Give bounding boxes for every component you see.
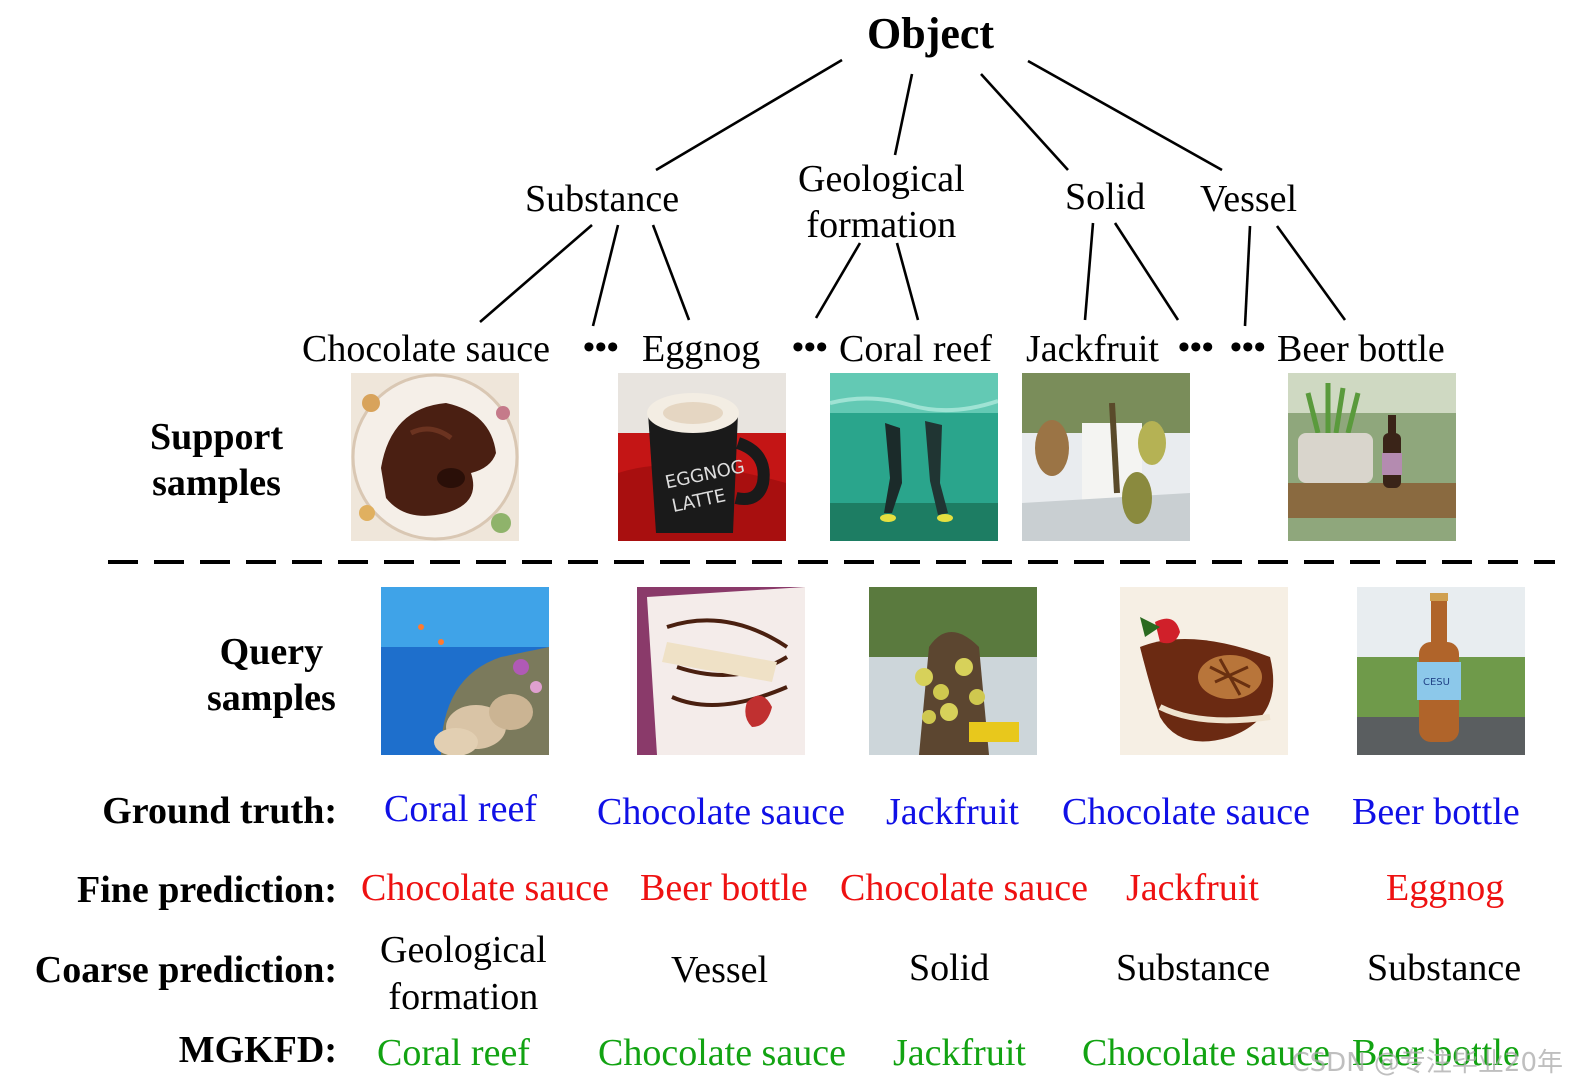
watermark: CSDN @专注毕业20年	[1291, 1048, 1563, 1078]
svg-text:CESU: CESU	[1423, 677, 1450, 688]
ground-truth-cell-2: Chocolate sauce	[597, 791, 845, 833]
leaf-beer-bottle: Beer bottle	[1277, 328, 1445, 370]
mgkfd-cell-4: Chocolate sauce	[1082, 1032, 1330, 1074]
ellipsis-1: •••	[583, 329, 619, 366]
leaf-coral-reef: Coral reef	[839, 328, 992, 370]
query-image-chocolate-dessert	[1120, 587, 1288, 755]
category-solid: Solid	[1065, 176, 1146, 218]
support-image-chocolate-cake	[351, 373, 519, 541]
edge-substance-eggnog	[651, 224, 691, 321]
edge-geological-dots	[814, 242, 862, 319]
edge-substance-dots	[591, 224, 620, 327]
category-substance: Substance	[525, 178, 680, 220]
ellipsis-2: •••	[792, 329, 828, 366]
ground-truth-cell-5: Beer bottle	[1352, 791, 1520, 833]
fine-prediction-cell-4: Jackfruit	[1126, 867, 1259, 909]
edge-object-geological	[893, 73, 914, 156]
ground-truth-cell-3: Jackfruit	[886, 791, 1019, 833]
edge-geological-coral	[895, 242, 920, 321]
ground-truth-cell-4: Chocolate sauce	[1062, 791, 1310, 833]
category-vessel: Vessel	[1200, 178, 1298, 220]
ground-truth-cell-1: Coral reef	[384, 788, 537, 830]
coarse-prediction-cell-2: Vessel	[671, 949, 769, 991]
row-label-ground-truth: Ground truth:	[102, 790, 337, 832]
edge-substance-chocolate	[479, 224, 593, 323]
coarse-prediction-cell-1-line1: Geological	[380, 929, 547, 971]
category-geological-line2: formation	[806, 204, 957, 247]
row-label-fine-prediction: Fine prediction:	[76, 869, 337, 911]
support-image-jackfruit-tree	[1022, 373, 1190, 541]
fine-prediction-cell-1: Chocolate sauce	[361, 867, 609, 909]
query-image-coral-reef	[381, 587, 549, 755]
support-image-beer-bottle-outdoor	[1288, 373, 1456, 541]
mgkfd-cell-5: Beer bottle	[1352, 1032, 1520, 1074]
fine-prediction-cell-2: Beer bottle	[640, 867, 808, 909]
edge-object-substance	[655, 58, 843, 172]
row-label-mgkfd: MGKFD:	[178, 1029, 337, 1071]
leaf-jackfruit: Jackfruit	[1026, 328, 1159, 370]
leaf-chocolate-sauce: Chocolate sauce	[302, 328, 550, 370]
ellipsis-3: •••	[1178, 329, 1214, 366]
fine-prediction-cell-3: Chocolate sauce	[840, 867, 1088, 909]
mgkfd-cell-3: Jackfruit	[893, 1032, 1026, 1074]
mgkfd-cell-2: Chocolate sauce	[598, 1032, 846, 1074]
ellipsis-4: •••	[1230, 329, 1266, 366]
query-image-beer-bottle-closeup: CESU	[1357, 587, 1525, 755]
category-geological-formation: Geological formation	[798, 156, 965, 249]
fine-prediction-cell-5: Eggnog	[1386, 867, 1505, 909]
leaf-eggnog: Eggnog	[642, 328, 761, 370]
coarse-prediction-cell-5: Substance	[1367, 947, 1522, 989]
edge-vessel-beer	[1275, 225, 1347, 321]
edge-object-solid	[980, 73, 1069, 171]
edge-solid-jackfruit	[1083, 222, 1095, 321]
edge-object-vessel	[1027, 59, 1223, 172]
row-label-coarse-prediction: Coarse prediction:	[34, 949, 337, 991]
edge-vessel-dots	[1243, 225, 1252, 327]
coarse-prediction-cell-1-line2: formation	[388, 976, 539, 1019]
query-image-jackfruit-trunk	[869, 587, 1037, 755]
edge-solid-dots	[1113, 222, 1180, 321]
support-samples-label: Support samples	[150, 416, 284, 505]
support-image-underwater-divers	[830, 373, 998, 541]
coarse-prediction-cell-3: Solid	[909, 947, 990, 989]
coarse-prediction-cell-1: Geological formation	[380, 927, 547, 1021]
query-samples-label: Query samples	[207, 631, 336, 720]
support-image-eggnog-latte: EGGNOG LATTE	[618, 373, 786, 541]
root-node-object: Object	[867, 9, 995, 58]
category-geological-line1: Geological	[798, 158, 965, 200]
mgkfd-cell-1: Coral reef	[377, 1032, 530, 1074]
query-image-chocolate-crepe	[637, 587, 805, 755]
coarse-prediction-cell-4: Substance	[1116, 947, 1271, 989]
